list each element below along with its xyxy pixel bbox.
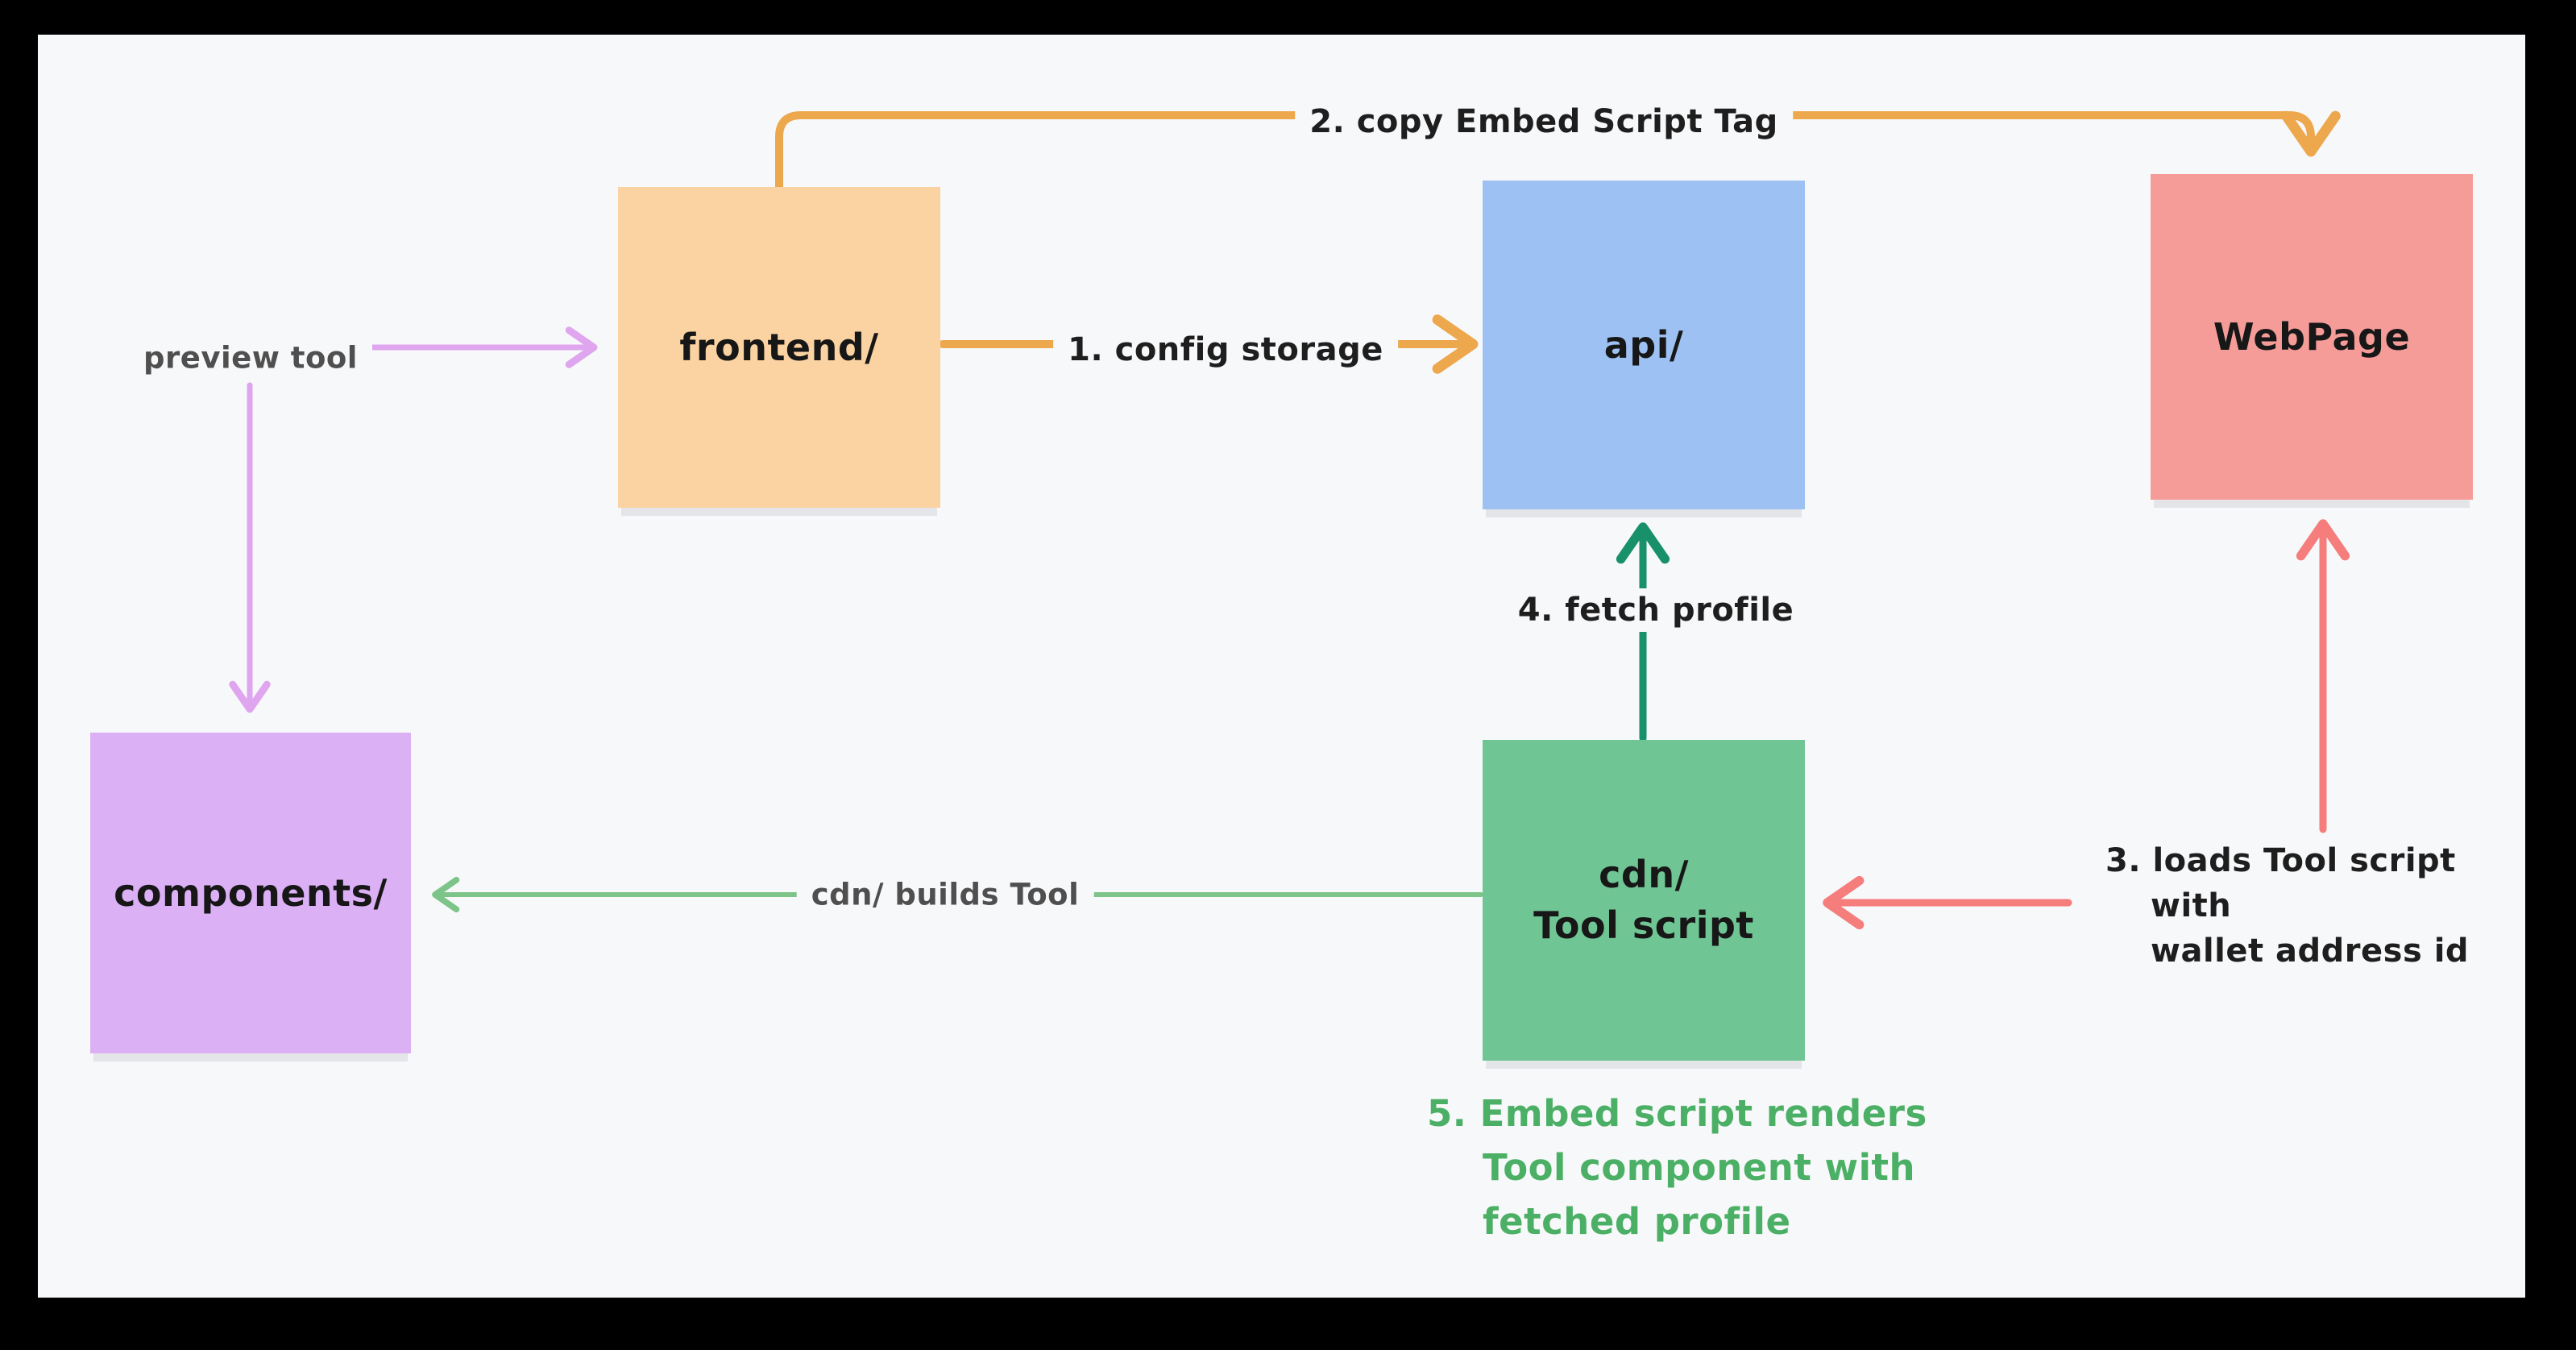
node-api: api/ (1483, 181, 1805, 509)
edge-label-copy-embed-script: 2. copy Embed Script Tag (1295, 100, 1793, 143)
annotation-loads-tool-script: 3. loads Tool script with wallet address… (2105, 838, 2469, 974)
annotation-loads-tool-script-line3: wallet address id (2151, 933, 2470, 970)
edge-label-fetch-profile: 4. fetch profile (1503, 588, 1809, 632)
node-cdn-label-line2: Tool script (1533, 903, 1754, 947)
annotation-loads-tool-script-line1: 3. loads Tool script (2105, 842, 2456, 879)
node-api-label: api/ (1603, 323, 1684, 367)
node-webpage-label: WebPage (2213, 315, 2411, 359)
node-cdn: cdn/ Tool script (1483, 740, 1805, 1061)
node-frontend: frontend/ (618, 187, 940, 508)
edge-label-config-storage: 1. config storage (1053, 328, 1398, 372)
node-cdn-label-line1: cdn/ (1599, 852, 1689, 896)
diagram-canvas (38, 35, 2525, 1298)
edge-label-cdn-builds-tool: cdn/ builds Tool (796, 874, 1094, 916)
annotation-embed-note-line1: 5. Embed script renders (1427, 1092, 1927, 1135)
edge-label-preview-tool: preview tool (129, 337, 372, 379)
annotation-embed-note-line2: Tool component with (1483, 1146, 1916, 1189)
node-components: components/ (90, 733, 411, 1053)
node-components-label: components/ (114, 871, 388, 915)
annotation-embed-note-line3: fetched profile (1483, 1200, 1791, 1243)
node-frontend-label: frontend/ (679, 326, 879, 369)
node-webpage: WebPage (2151, 174, 2473, 500)
annotation-loads-tool-script-line2: with (2151, 887, 2232, 924)
annotation-embed-note: 5. Embed script renders Tool component w… (1427, 1086, 1927, 1248)
